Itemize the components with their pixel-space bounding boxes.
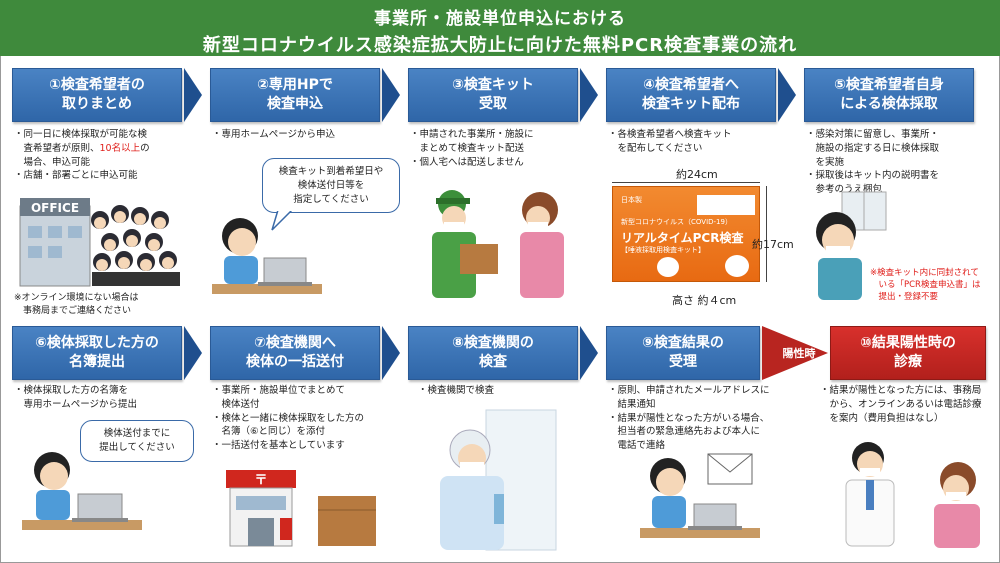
- step-4-box: ④検査希望者へ 検査キット配布: [606, 68, 776, 122]
- step-4-description: ・各検査希望者へ検査キット を配布してください: [608, 129, 732, 154]
- person-swab-illustration: [816, 191, 887, 300]
- arrow-2-3: [382, 68, 400, 122]
- step-3-description: ・申請された事業所・施設に まとめて検査キット配送 ・個人宅へは配送しません: [410, 129, 534, 168]
- kit-badge-1: [657, 257, 679, 277]
- step-6-box: ⑥検体採取した方の 名簿提出: [12, 326, 182, 380]
- arrow-3-4: [580, 68, 598, 122]
- office-crowd-illustration: OFFICE: [19, 198, 180, 287]
- kit-depth-label: 高さ 約４cm: [672, 294, 737, 307]
- lab-technician-illustration: [440, 409, 557, 551]
- step-1-box: ①検査希望者の 取りまとめ: [12, 68, 182, 122]
- step-4-label: ④検査希望者へ 検査キット配布: [642, 77, 740, 112]
- kit-inset: [697, 195, 755, 215]
- step-3-box: ③検査キット 受取: [408, 68, 578, 122]
- header-title-line1: 事業所・施設単位申込における: [374, 9, 626, 29]
- doctor-phone-illustration: [845, 442, 980, 548]
- step-10-box: ⑩結果陽性時の 診療: [830, 326, 986, 380]
- person-email-illustration: [640, 453, 760, 538]
- step-8-description: ・検査機関で検査: [418, 385, 495, 396]
- step-1-desc-b: の 場合、申込可能 ・店舗・部署ごとに申込可能: [14, 142, 150, 182]
- arrow-4-5: [778, 68, 796, 122]
- step-1-note: ※オンライン環境にない場合は 事務局までご連絡ください: [14, 293, 139, 316]
- person-laptop-illustration-2: [22, 452, 142, 530]
- arrow-1-2: [184, 68, 202, 122]
- kit-subtitle: 新型コロナウイルス（COVID-19）: [621, 218, 732, 226]
- step-3-label: ③検査キット 受取: [452, 77, 534, 112]
- arrow-7-8: [382, 326, 400, 380]
- step-1-desc-highlight: 10名以上: [99, 142, 141, 154]
- step-5-description: ・感染対策に留意し、事業所・ 施設の指定する日に検体採取 を実施 ・採取後はキッ…: [806, 129, 940, 196]
- bubble-tail-2: [271, 208, 294, 231]
- step-2-speech-bubble: 検査キット到着希望日や 検体送付日等を 指定してください: [262, 158, 400, 214]
- step-10-label: ⑩結果陽性時の 診療: [860, 335, 956, 370]
- step-1-label: ①検査希望者の 取りまとめ: [49, 77, 145, 112]
- step-2-label: ②専用HPで 検査申込: [257, 77, 333, 112]
- office-sign-text: OFFICE: [31, 201, 79, 215]
- step-7-label: ⑦検査機関へ 検体の一括送付: [246, 335, 344, 370]
- arrow-8-9: [580, 326, 598, 380]
- step-2-description: ・専用ホームページから申込: [212, 129, 336, 140]
- step-7-description: ・事業所・施設単位でまとめて 検体送付 ・検体と一緒に検体採取をした方の 名簿（…: [212, 385, 365, 452]
- positive-arrow: [762, 326, 828, 380]
- post-office-illustration: 〒: [226, 470, 376, 547]
- kit-height-label: 約17cm: [752, 238, 794, 251]
- step-8-box: ⑧検査機関の 検査: [408, 326, 578, 380]
- kit-title: リアルタイムPCR検査: [621, 231, 744, 245]
- step-1-desc-a: ・同一日に検体採取が可能な検 査希望者が原則、: [14, 129, 148, 154]
- svg-text:〒: 〒: [254, 473, 267, 488]
- header-banner: 事業所・施設単位申込における 新型コロナウイルス感染症拡大防止に向けた無料PCR…: [0, 0, 1000, 56]
- step-9-label: ⑨検査結果の 受理: [642, 335, 724, 370]
- delivery-illustration: [432, 190, 564, 298]
- step-5-note: ※検査キット内に同封されて いる「PCR検査申込書」は 提出・登録不要: [870, 268, 981, 302]
- step-9-box: ⑨検査結果の 受理: [606, 326, 760, 380]
- step-6-description: ・検体採取した方の名簿を 専用ホームページから提出: [14, 385, 138, 410]
- step-2-box: ②専用HPで 検査申込: [210, 68, 380, 122]
- positive-label: 陽性時: [782, 347, 816, 360]
- kit-width-line: [612, 182, 760, 183]
- arrow-6-7: [184, 326, 202, 380]
- step-5-label: ⑤検査希望者自身 による検体採取: [834, 77, 944, 112]
- kit-width-label: 約24cm: [676, 168, 718, 181]
- step-10-description: ・結果が陽性となった方には、事務局 から、オンラインあるいは電話診療 を案内（費…: [820, 385, 982, 424]
- test-kit-box: 日本製 新型コロナウイルス（COVID-19） リアルタイムPCR検査 【唾液採…: [612, 186, 760, 282]
- kit-badge-2: [725, 255, 749, 277]
- step-5-box: ⑤検査希望者自身 による検体採取: [804, 68, 974, 122]
- step-6-label: ⑥検体採取した方の 名簿提出: [35, 335, 159, 370]
- kit-type: 【唾液採取用検査キット】: [621, 246, 705, 254]
- person-laptop-illustration-1: [212, 218, 322, 294]
- step-7-box: ⑦検査機関へ 検体の一括送付: [210, 326, 380, 380]
- kit-brand: 日本製: [621, 196, 642, 204]
- step-9-description: ・原則、申請されたメールアドレスに 結果通知 ・結果が陽性となった方がいる場合、…: [608, 385, 770, 452]
- header-title-line2: 新型コロナウイルス感染症拡大防止に向けた無料PCR検査事業の流れ: [202, 35, 798, 56]
- step-1-description: ・同一日に検体採取が可能な検 査希望者が原則、10名以上の 場合、申込可能 ・店…: [14, 128, 194, 183]
- step-8-label: ⑧検査機関の 検査: [452, 335, 534, 370]
- step-6-speech-bubble: 検体送付までに 提出してください: [80, 420, 194, 462]
- kit-height-line: [766, 186, 767, 282]
